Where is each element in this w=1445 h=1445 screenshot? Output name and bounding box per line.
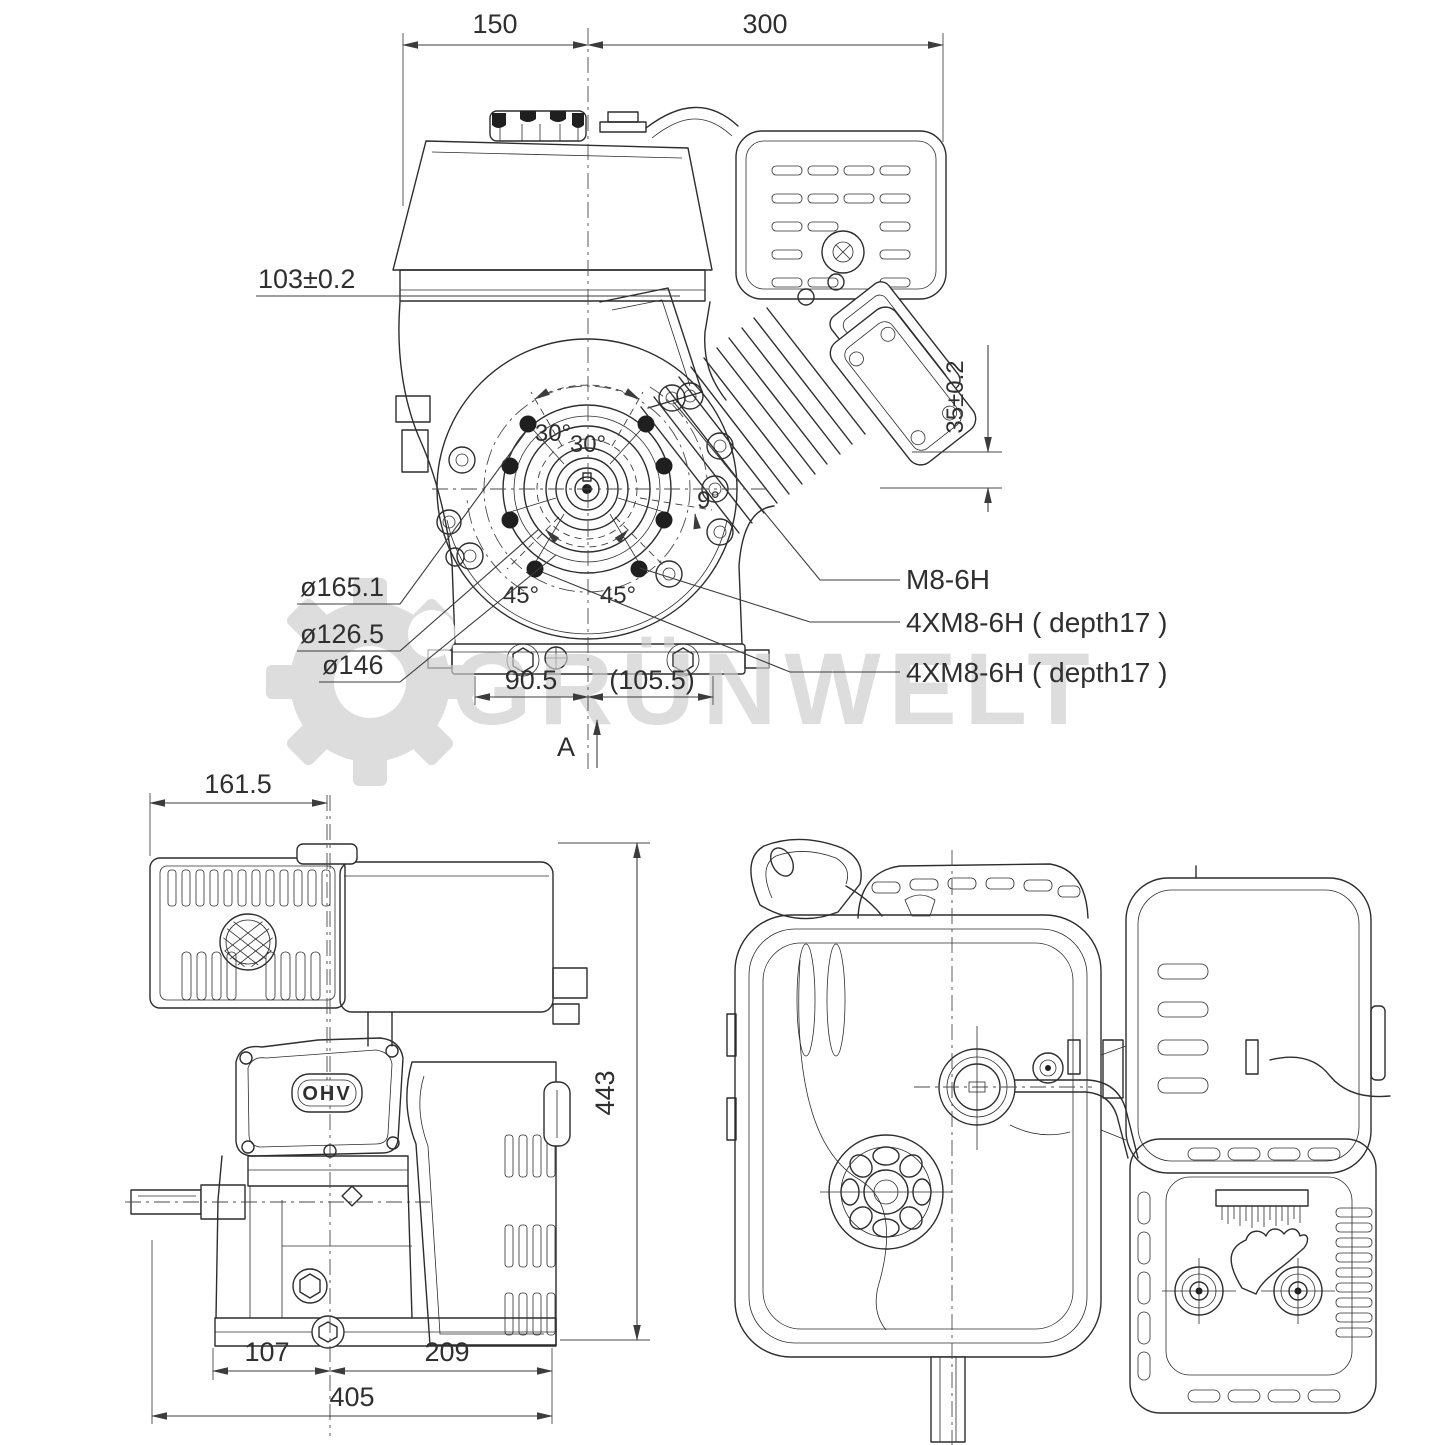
mesh-screen-icon [219,913,277,971]
thread-callouts: M8-6H 4XM8-6H ( depth17 ) 4XM8-6H ( dept… [541,399,1167,688]
dim-161-5: 161.5 [204,769,272,799]
valve-cover: OHV [235,1037,404,1158]
section-arrow: A [557,719,601,768]
pto-shaft [125,1184,430,1220]
side-view-dimensions: 161.5 443 107 209 405 [149,769,650,1436]
dim-150: 150 [472,9,517,39]
dia-165: ø165.1 [300,572,384,602]
manifold [367,1011,393,1047]
side-cylinder [247,1155,409,1207]
thread-m8: M8-6H [906,564,990,595]
front-view-dimensions: 150 300 103±0.2 35±0.2 30° 30° 9° 45° 45… [256,9,1167,772]
muffler-shield [1129,1138,1377,1414]
mounting-flange [432,384,768,593]
side-recoil-housing [406,1061,571,1346]
air-cleaner [735,130,947,300]
carburetor-linkage [1009,1039,1391,1141]
dia-146: ø146 [322,650,384,680]
angle-9: 9° [697,487,720,514]
starter-cup [820,1134,952,1250]
side-vented-box [149,857,346,1009]
watermark-text: GRÜNWELT [452,632,1098,746]
diameter-callouts: ø165.1 ø126.5 ø146 [297,432,557,683]
thread-4xm8-bottom: 4XM8-6H ( depth17 ) [906,657,1167,688]
angle-30-right: 30° [570,431,606,458]
dim-300: 300 [742,9,787,39]
rocker-cover [829,306,977,466]
fuel-cap [489,110,587,142]
top-view [726,838,1391,1445]
bracket [599,287,703,409]
side-view: OHV [125,795,588,1349]
mounting-rail [427,643,770,677]
front-view [392,106,977,677]
top-bracket [857,863,1089,919]
recoil-handle [750,838,883,920]
dim-443: 443 [590,1070,620,1115]
thread-4xm8-top: 4XM8-6H ( depth17 ) [906,607,1167,638]
top-fuel-cap [914,1026,1092,1150]
dim-105-5: (105.5) [609,665,695,695]
angle-45-left: 45° [503,582,539,609]
dim-90-5: 90.5 [505,665,558,695]
bolt-holes [501,415,673,578]
top-recoil-cover [726,914,1102,1358]
fuel-tank [392,140,713,302]
top-air-cleaner [1125,865,1386,1174]
foot-dimensions: 90.5 (105.5) [474,665,714,705]
shield-bolts [1162,1258,1335,1324]
dia-126: ø126.5 [300,619,384,649]
top-view-shaft [930,1356,966,1443]
dim-35: 35±0.2 [942,360,969,433]
angle-30-left: 30° [535,420,571,447]
section-label: A [557,732,575,762]
angle-45-right: 45° [600,582,636,609]
ohv-badge: OHV [302,1083,351,1105]
air-duct [645,106,739,129]
dim-107: 107 [244,1337,289,1367]
dim-209: 209 [424,1337,469,1367]
dim-405: 405 [329,1382,374,1412]
dim-103: 103±0.2 [258,264,355,294]
filler-neck [599,111,647,133]
crankcase [214,1155,557,1349]
hot-surface-warning-icon [1215,1189,1309,1295]
dim-35-group: 35±0.2 [880,345,1002,512]
